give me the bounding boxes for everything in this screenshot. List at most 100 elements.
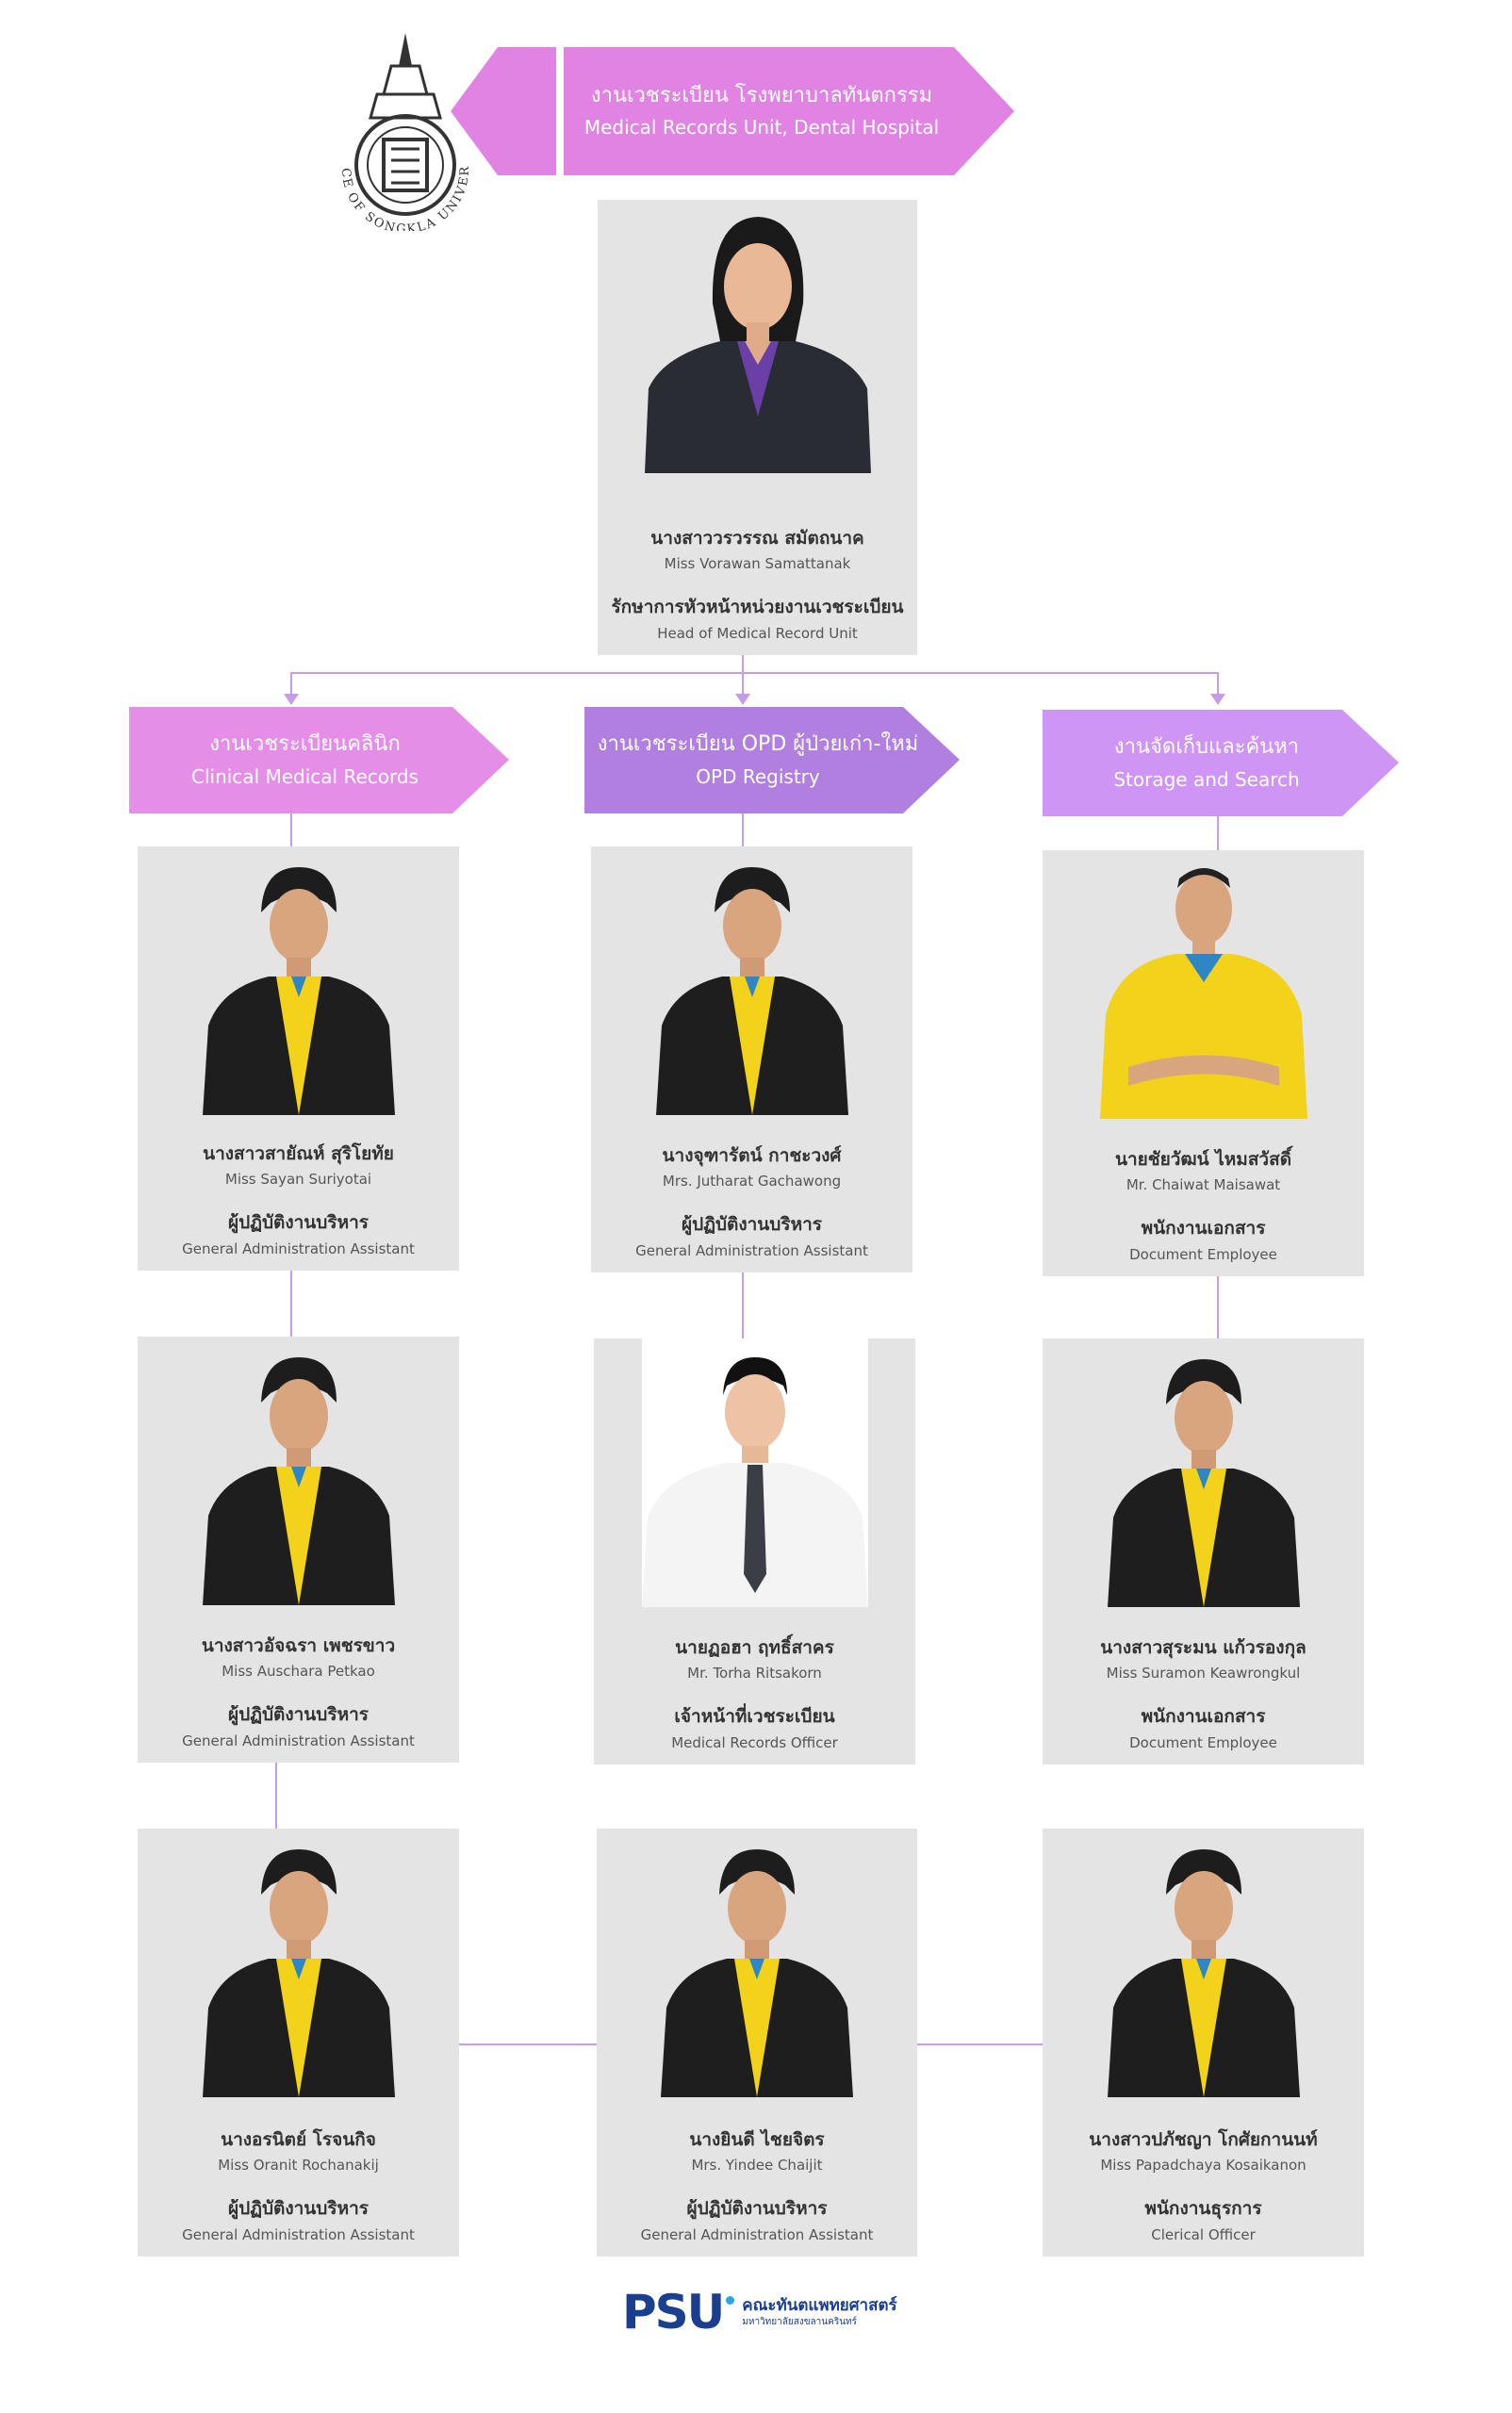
staff-info: นางจุฑารัตน์ กาชะวงศ์ Mrs. Jutharat Gach… bbox=[591, 1143, 912, 1261]
staff-role-en: Medical Records Officer bbox=[671, 1734, 838, 1751]
staff-role-en: General Administration Assistant bbox=[635, 1242, 868, 1259]
staff-photo bbox=[594, 1338, 915, 1607]
section-title-en: Clinical Medical Records bbox=[191, 764, 419, 788]
staff-role-en: General Administration Assistant bbox=[182, 1240, 415, 1257]
header-banner-bg bbox=[564, 47, 1014, 175]
staff-role-th: ผู้ปฏิบัติงานบริหาร bbox=[228, 2198, 369, 2220]
connector-drop-right bbox=[1217, 672, 1219, 700]
university-seal: PRINCE OF SONGKLA UNIVERSITY bbox=[325, 28, 470, 231]
staff-role-en: General Administration Assistant bbox=[182, 2226, 415, 2243]
connector-drop-left bbox=[290, 672, 292, 700]
section-banner-opd-bg bbox=[584, 707, 960, 813]
staff-info: นางยินดี ไชยจิตร Mrs. Yindee Chaijit ผู้… bbox=[597, 2127, 917, 2245]
section-title-th: งานเวชระเบียน OPD ผู้ป่วยเก่า-ใหม่ bbox=[597, 732, 919, 757]
connector-col2-b bbox=[742, 1272, 744, 1338]
header-arrow-left bbox=[451, 47, 556, 175]
staff-card: นางอรนิตย์ โรจนกิจ Miss Oranit Rochanaki… bbox=[138, 1829, 459, 2257]
staff-name-th: นางยินดี ไชยจิตร bbox=[689, 2128, 825, 2150]
connector-col3-b bbox=[1217, 1276, 1219, 1338]
arrow-down-icon bbox=[284, 694, 299, 705]
section-title-th: งานจัดเก็บและค้นหา bbox=[1113, 735, 1300, 760]
staff-info: นายฏอฮา ฤทธิ์สาคร Mr. Torha Ritsakorn เจ… bbox=[594, 1635, 915, 1753]
staff-role-th: ผู้ปฏิบัติงานบริหาร bbox=[686, 2198, 828, 2220]
psu-dot-icon bbox=[726, 2295, 735, 2305]
staff-role-th: เจ้าหน้าที่เวชระเบียน bbox=[674, 1706, 835, 1728]
staff-card: นายฏอฮา ฤทธิ์สาคร Mr. Torha Ritsakorn เจ… bbox=[594, 1338, 915, 1765]
staff-card: นางสาวสุระมน แก้วรองกุล Miss Suramon Kea… bbox=[1043, 1338, 1364, 1765]
section-banner-storage: งานจัดเก็บและค้นหา Storage and Search bbox=[1043, 710, 1371, 816]
staff-role-en: Document Employee bbox=[1129, 1734, 1277, 1751]
staff-photo bbox=[1043, 1829, 1364, 2097]
connector-head-down bbox=[742, 655, 744, 674]
staff-name-en: Miss Oranit Rochanakij bbox=[218, 2157, 379, 2175]
head-role-en: Head of Medical Record Unit bbox=[657, 625, 858, 642]
staff-name-en: Miss Papadchaya Kosaikanon bbox=[1100, 2157, 1307, 2175]
head-name-th: นางสาววรวรรณ สมัตถนาค bbox=[650, 527, 864, 549]
staff-photo bbox=[138, 846, 459, 1115]
staff-name-th: นางอรนิตย์ โรจนกิจ bbox=[221, 2128, 376, 2150]
staff-info: นางสาวปภัชญา โกศัยกานนท์ Miss Papadchaya… bbox=[1043, 2127, 1364, 2245]
arrow-down-icon bbox=[1210, 694, 1225, 705]
psu-logo-text: PSU bbox=[622, 2285, 725, 2339]
staff-photo bbox=[1043, 850, 1364, 1119]
staff-name-en: Mrs. Yindee Chaijit bbox=[691, 2157, 823, 2175]
staff-name-th: นางสาวสายัณห์ สุริโยทัย bbox=[203, 1142, 394, 1164]
staff-card: นางสาวอัจฉรา เพชรขาว Miss Auschara Petka… bbox=[138, 1337, 459, 1763]
section-title-en: Storage and Search bbox=[1113, 767, 1300, 791]
connector-col1-c bbox=[275, 1763, 277, 1829]
staff-info: นายชัยวัฒน์ ไหมสวัสดิ์ Mr. Chaiwat Maisa… bbox=[1043, 1147, 1364, 1265]
staff-role-en: Document Employee bbox=[1129, 1246, 1277, 1263]
staff-name-en: Miss Suramon Keawrongkul bbox=[1106, 1665, 1301, 1683]
staff-card: นางจุฑารัตน์ กาชะวงศ์ Mrs. Jutharat Gach… bbox=[591, 846, 912, 1272]
staff-info: นางสาวอัจฉรา เพชรขาว Miss Auschara Petka… bbox=[138, 1633, 459, 1751]
section-banner-storage-bg bbox=[1043, 710, 1399, 816]
staff-role-th: ผู้ปฏิบัติงานบริหาร bbox=[682, 1214, 822, 1236]
staff-role-en: General Administration Assistant bbox=[182, 1732, 415, 1749]
head-info: นางสาววรวรรณ สมัตถนาค Miss Vorawan Samat… bbox=[598, 526, 917, 644]
staff-name-th: นางสาวอัจฉรา เพชรขาว bbox=[201, 1634, 396, 1656]
staff-name-th: นางสาวสุระมน แก้วรองกุล bbox=[1100, 1636, 1307, 1658]
section-banner-opd: งานเวชระเบียน OPD ผู้ป่วยเก่า-ใหม่ OPD R… bbox=[584, 707, 931, 813]
connector-col3-a bbox=[1217, 816, 1219, 850]
arrow-down-icon bbox=[735, 694, 750, 705]
connector-drop-mid bbox=[742, 672, 744, 700]
section-banner-clinical-bg bbox=[129, 707, 509, 813]
connector-col2-a bbox=[742, 813, 744, 846]
staff-name-th: นางจุฑารัตน์ กาชะวงศ์ bbox=[662, 1144, 842, 1166]
staff-role-th: พนักงานเอกสาร bbox=[1141, 1706, 1266, 1728]
staff-role-en: General Administration Assistant bbox=[640, 2226, 874, 2243]
staff-photo bbox=[591, 846, 912, 1115]
section-title-en: OPD Registry bbox=[696, 764, 820, 788]
staff-card: นางยินดี ไชยจิตร Mrs. Yindee Chaijit ผู้… bbox=[597, 1829, 917, 2257]
staff-name-en: Miss Auschara Petkao bbox=[222, 1663, 375, 1681]
connector-col1-b bbox=[290, 1271, 292, 1337]
staff-role-th: ผู้ปฏิบัติงานบริหาร bbox=[228, 1704, 369, 1726]
staff-name-th: นายชัยวัฒน์ ไหมสวัสดิ์ bbox=[1114, 1148, 1292, 1170]
staff-info: นางสาวสุระมน แก้วรองกุล Miss Suramon Kea… bbox=[1043, 1635, 1364, 1753]
staff-photo bbox=[597, 1829, 917, 2097]
staff-photo bbox=[138, 1829, 459, 2097]
header-title-en: Medical Records Unit, Dental Hospital bbox=[583, 116, 940, 140]
head-card: นางสาววรวรรณ สมัตถนาค Miss Vorawan Samat… bbox=[598, 200, 917, 655]
staff-name-en: Miss Sayan Suriyotai bbox=[224, 1171, 372, 1189]
head-photo bbox=[598, 200, 917, 473]
connector-row3-left bbox=[458, 2044, 598, 2045]
staff-role-th: พนักงานเอกสาร bbox=[1141, 1218, 1266, 1239]
header-banner: งานเวชระเบียน โรงพยาบาลทันตกรรม Medical … bbox=[564, 47, 960, 175]
section-title-th: งานเวชระเบียนคลินิก bbox=[209, 732, 401, 757]
staff-card: นางสาวสายัณห์ สุริโยทัย Miss Sayan Suriy… bbox=[138, 846, 459, 1271]
staff-name-th: นางสาวปภัชญา โกศัยกานนท์ bbox=[1089, 2128, 1318, 2150]
header-title-th: งานเวชระเบียน โรงพยาบาลทันตกรรม bbox=[590, 83, 933, 107]
staff-card: นางสาวปภัชญา โกศัยกานนท์ Miss Papadchaya… bbox=[1043, 1829, 1364, 2257]
head-role-th: รักษาการหัวหน้าหน่วยงานเวชระเบียน bbox=[611, 597, 904, 618]
staff-photo bbox=[1043, 1338, 1364, 1607]
staff-role-th: พนักงานธุรการ bbox=[1144, 2198, 1262, 2220]
staff-role-en: Clerical Officer bbox=[1151, 2226, 1256, 2243]
staff-name-th: นายฏอฮา ฤทธิ์สาคร bbox=[675, 1636, 834, 1658]
connector-col1-a bbox=[290, 813, 292, 846]
footer-logo: PSU คณะทันตแพทยศาสตร์ มหาวิทยาลัยสงขลานค… bbox=[622, 2279, 905, 2345]
head-name-en: Miss Vorawan Samattanak bbox=[664, 555, 851, 573]
staff-info: นางอรนิตย์ โรจนกิจ Miss Oranit Rochanaki… bbox=[138, 2127, 459, 2245]
staff-photo bbox=[138, 1337, 459, 1605]
staff-name-en: Mrs. Jutharat Gachawong bbox=[662, 1173, 842, 1190]
